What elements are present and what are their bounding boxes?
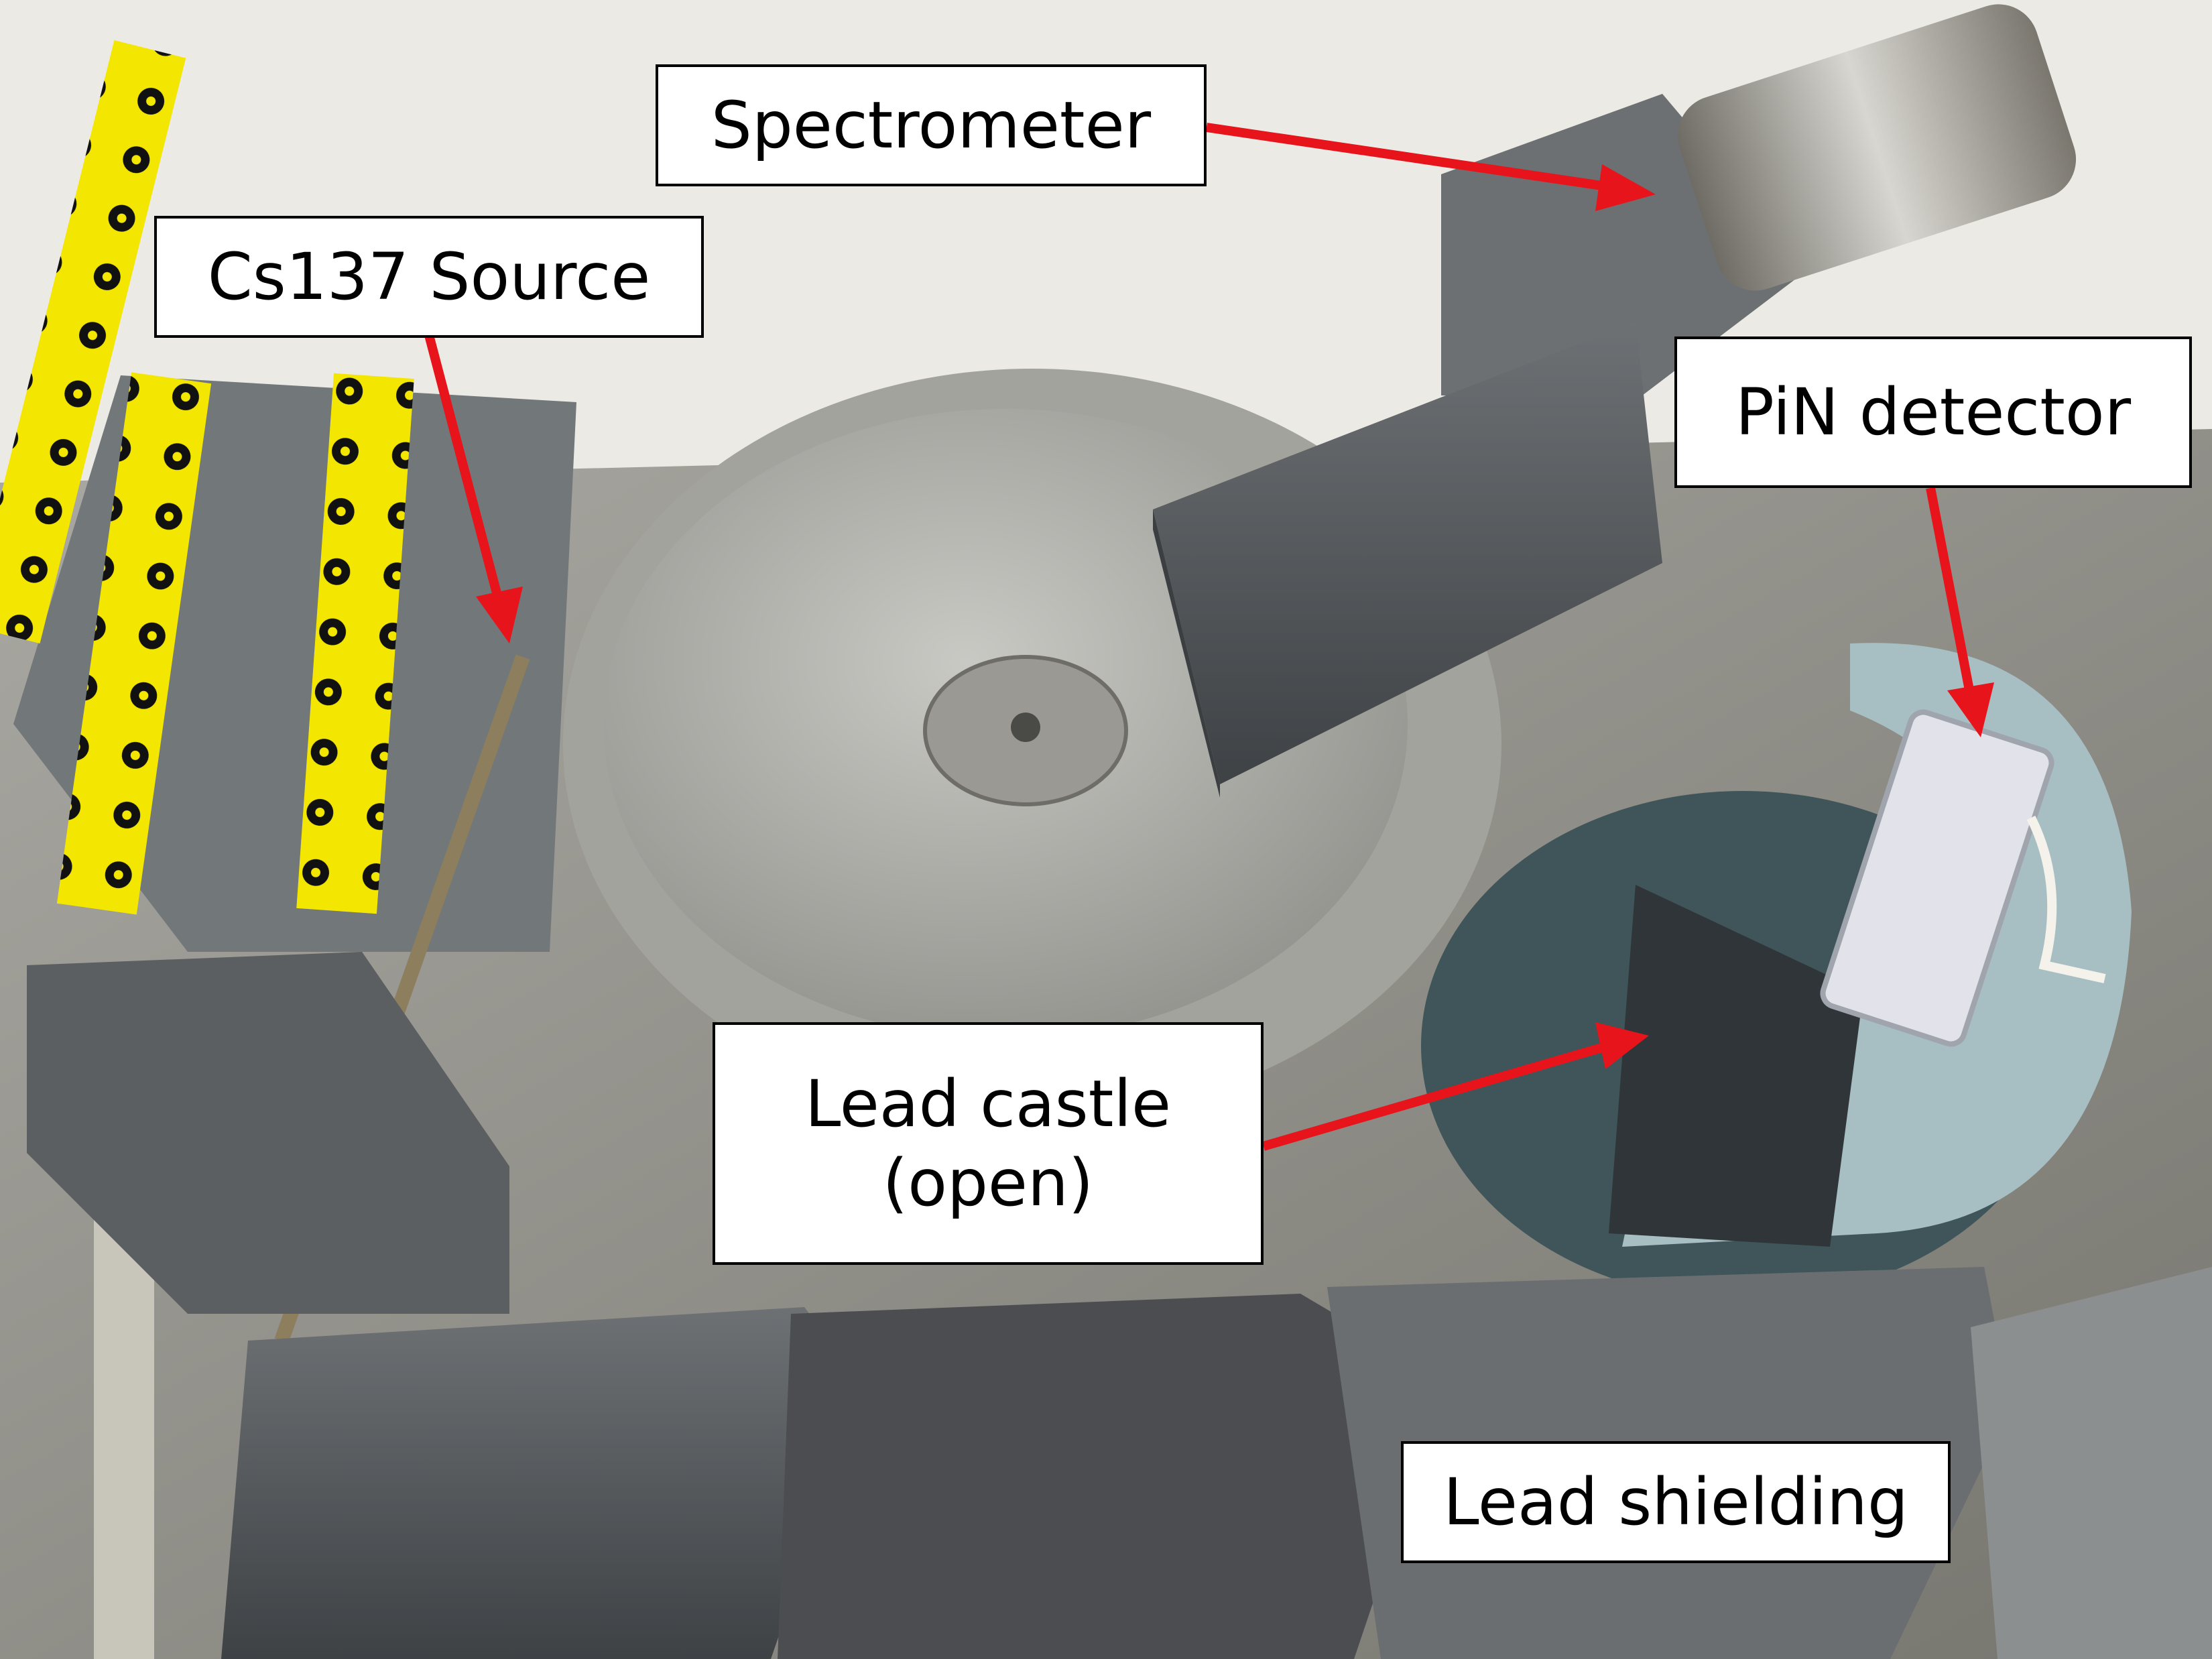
label-spectrometer: Spectrometer [656,64,1207,186]
label-lead-shielding: Lead shielding [1401,1441,1951,1563]
label-lead-shielding-text: Lead shielding [1443,1465,1908,1540]
pin-detector [1820,709,2054,1047]
caution-tape-2 [296,373,414,914]
lead-brick-1 [221,1307,865,1659]
arrow-cs137-head [476,587,523,643]
lead-brick-2 [778,1294,1448,1659]
arrow-castle [1262,1041,1610,1151]
arrow-spectrometer [1205,123,1617,192]
arrow-cs137 [424,334,504,605]
hub-screw [1011,713,1040,742]
spectrometer-arm-face [1153,509,1220,798]
label-spectrometer-text: Spectrometer [711,88,1152,163]
label-lead-castle: Lead castle (open) [713,1022,1264,1265]
label-cs137-source: Cs137 Source [154,216,704,338]
spectrometer-arm [1153,322,1662,784]
lead-brick-left-block [27,952,509,1314]
label-pin-detector: PiN detector [1674,336,2192,488]
arrow-spectrometer-head [1595,164,1656,211]
detector-cable [2026,815,2106,983]
label-lead-castle-line1: Lead castle [804,1066,1172,1142]
label-pin-detector-text: PiN detector [1735,375,2132,450]
castle-dark-block [1609,885,1863,1247]
annotation-arrows [424,123,1994,1151]
label-cs137-source-text: Cs137 Source [207,239,651,314]
arrow-pin [1926,487,1975,698]
caution-tape-1 [56,372,212,915]
label-lead-castle-line2: (open) [882,1146,1094,1221]
arrow-castle-head [1595,1022,1649,1069]
arrow-pin-head [1947,682,1994,737]
caution-tape-wall [0,40,186,643]
lead-brick-right [1971,1267,2212,1659]
spectrometer-cylinder [1677,4,2077,291]
ruler [94,1220,154,1659]
